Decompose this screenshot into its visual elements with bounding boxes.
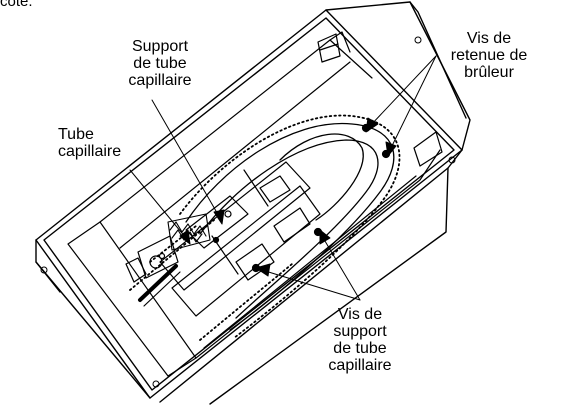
- valve-assembly: [125, 235, 181, 307]
- burner-body: [159, 161, 321, 317]
- label-vis-support-tube: Vis de support de tube capillaire: [328, 306, 392, 374]
- caption-fragment: côté.: [0, 0, 33, 10]
- label-vis-retenue-bruleur: Vis de retenue de brûleur: [450, 30, 528, 81]
- right-bracket: [413, 131, 443, 167]
- corner-screws: [40, 36, 456, 388]
- leader-lines: [129, 55, 437, 301]
- inner-panels: [67, 31, 441, 377]
- label-support-tube-capillaire: Support de tube capillaire: [128, 38, 192, 89]
- label-tube-capillaire: Tube capillaire: [58, 126, 122, 160]
- top-bracket: [317, 33, 341, 63]
